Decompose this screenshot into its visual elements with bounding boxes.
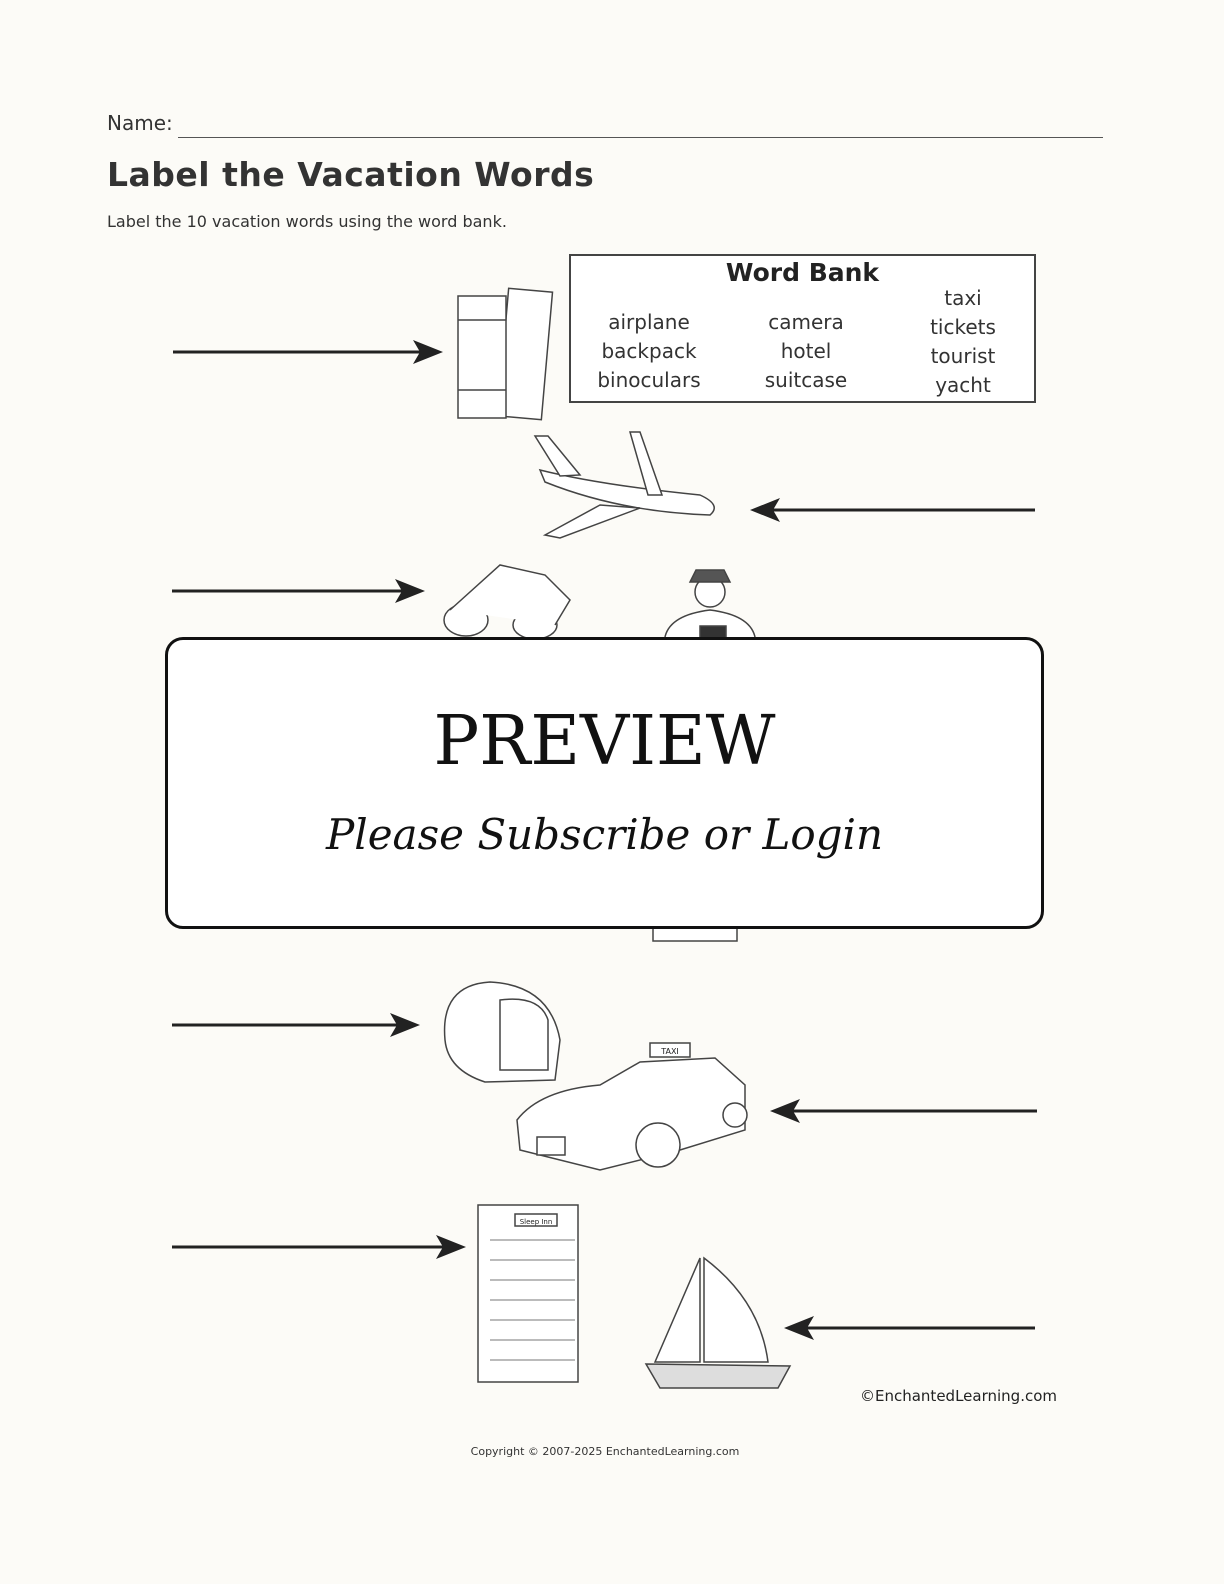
word: yacht xyxy=(935,373,991,397)
arrowheads xyxy=(390,340,814,1340)
taxi-picture xyxy=(516,1042,748,1171)
word-bank-column-3: taxi tickets tourist yacht xyxy=(893,284,1033,400)
preview-overlay[interactable]: PREVIEW Please Subscribe or Login xyxy=(165,637,1044,929)
word: hotel xyxy=(780,339,832,363)
instructions: Label the 10 vacation words using the wo… xyxy=(107,212,507,231)
binoculars-picture xyxy=(443,564,571,640)
word: taxi xyxy=(944,286,982,310)
word: camera xyxy=(768,310,844,334)
word: suitcase xyxy=(764,368,848,392)
word: tickets xyxy=(930,315,996,339)
backpack-picture xyxy=(443,981,561,1083)
taxi-sign: TAXI xyxy=(660,1047,679,1056)
subscribe-login-link[interactable]: Please Subscribe or Login xyxy=(326,810,883,859)
copyright: Copyright © 2007-2025 EnchantedLearning.… xyxy=(470,1445,740,1458)
hotel-picture xyxy=(477,1204,579,1383)
hotel-sign: Sleep Inn xyxy=(520,1218,553,1226)
image-credit: ©EnchantedLearning.com xyxy=(860,1387,1057,1405)
page-title: Label the Vacation Words xyxy=(107,155,595,194)
word: airplane xyxy=(608,310,690,334)
word-bank-title: Word Bank xyxy=(725,258,880,287)
word-bank: Word Bank airplane backpack binoculars c… xyxy=(569,254,1036,403)
yacht-picture xyxy=(644,1256,792,1389)
name-line[interactable] xyxy=(178,137,1103,138)
word: tourist xyxy=(930,344,996,368)
word: backpack xyxy=(601,339,697,363)
tickets-picture xyxy=(457,287,554,421)
tourist-picture xyxy=(664,569,756,639)
name-label: Name: xyxy=(107,111,173,135)
word-bank-column-1: airplane backpack binoculars xyxy=(579,308,719,395)
word: binoculars xyxy=(597,368,701,392)
preview-title: PREVIEW xyxy=(433,702,776,781)
word-bank-column-2: camera hotel suitcase xyxy=(736,308,876,395)
airplane-picture xyxy=(533,431,715,539)
